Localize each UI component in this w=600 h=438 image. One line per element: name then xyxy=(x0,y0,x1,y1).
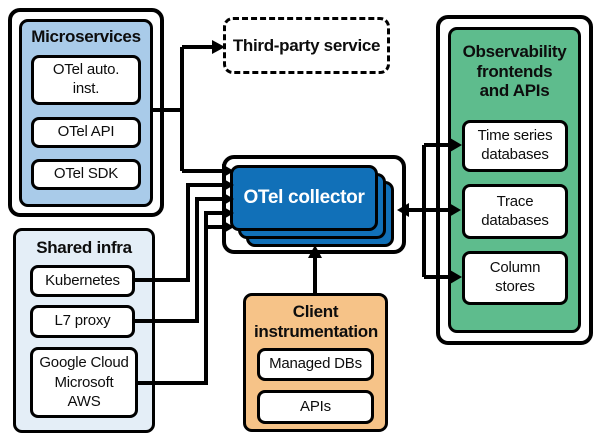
shared-infra-title: Shared infra xyxy=(36,238,132,257)
item-otel-sdk: OTel SDK xyxy=(31,159,141,190)
item-managed-dbs: Managed DBs xyxy=(257,348,374,381)
microservices-title: Microservices xyxy=(31,27,141,46)
item-apis: APIs xyxy=(257,390,374,424)
item-kubernetes: Kubernetes xyxy=(30,265,135,297)
item-time-series-databases: Time series databases xyxy=(462,120,568,172)
item-trace-databases: Trace databases xyxy=(462,184,568,239)
observability-title: Observability frontends and APIs xyxy=(462,42,567,101)
item-otel-auto-inst: OTel auto. inst. xyxy=(31,55,141,105)
client-instrumentation-title: Client instrumentation xyxy=(254,302,378,341)
item-cloud-providers: Google Cloud Microsoft AWS xyxy=(30,347,138,418)
item-otel-api: OTel API xyxy=(31,117,141,148)
item-column-stores: Column stores xyxy=(462,251,568,305)
collector-layer-front: OTel collector xyxy=(230,165,378,231)
collector-label: OTel collector xyxy=(243,187,365,208)
item-l7-proxy: L7 proxy xyxy=(30,305,135,338)
third-party-service-box: Third-party service xyxy=(223,17,390,74)
